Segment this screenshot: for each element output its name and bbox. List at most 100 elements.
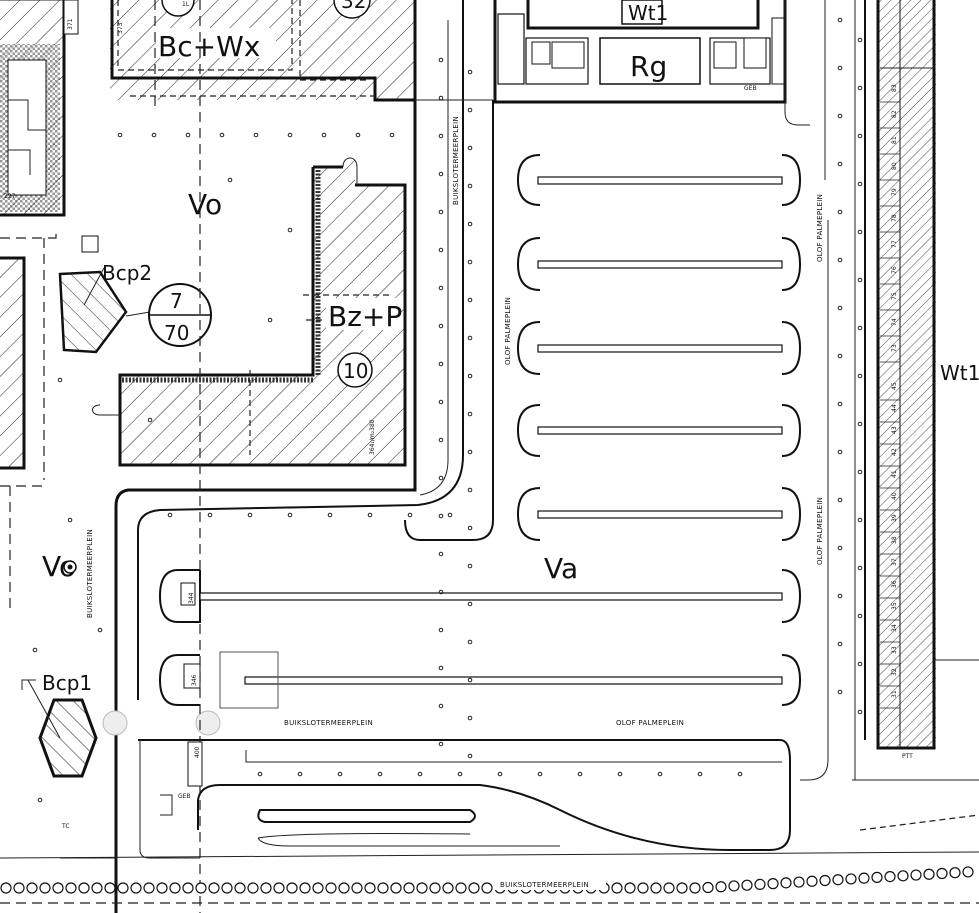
- point-marker: [185, 132, 191, 138]
- feature-bcp2: [58, 267, 151, 354]
- point-marker: [857, 325, 863, 331]
- zone-label-va: Va: [544, 552, 578, 585]
- lot-number: 44: [891, 404, 898, 412]
- point-marker: [837, 449, 843, 455]
- point-marker: [467, 221, 473, 227]
- chain-link: [351, 882, 363, 894]
- chain-link: [364, 882, 376, 894]
- chain-link: [936, 867, 948, 880]
- lot-label-371: 371: [67, 18, 74, 30]
- chain-link: [871, 871, 883, 883]
- feature-bcp1: [21, 679, 98, 778]
- circle-label-top-right: 32: [341, 0, 366, 13]
- zone-label-vo-main: Vo: [188, 188, 222, 221]
- lot-number: 32: [891, 668, 898, 676]
- point-marker: [857, 229, 863, 235]
- point-marker: [657, 771, 663, 777]
- point-marker: [467, 411, 473, 417]
- chain-link: [780, 877, 792, 889]
- chain-link: [858, 872, 870, 884]
- lot-number: 83: [891, 84, 898, 92]
- lot-label-364: 364₁/m₂380: [369, 419, 376, 455]
- chain-link: [195, 882, 207, 894]
- height-indicator: [148, 283, 212, 347]
- chain-link: [78, 882, 90, 894]
- chain-link: [767, 878, 779, 890]
- chain-link: [689, 882, 701, 894]
- chain-link: [741, 879, 753, 891]
- point-marker: [438, 209, 444, 215]
- point-marker: [857, 85, 863, 91]
- chain-link: [793, 876, 805, 888]
- street-label-olof-vertical-left: OLOF PALMEPLEIN: [504, 297, 512, 365]
- point-marker: [857, 565, 863, 571]
- parking-islands: [158, 154, 802, 709]
- lot-number: 76: [891, 266, 898, 274]
- chain-link: [182, 882, 194, 894]
- point-marker: [467, 525, 473, 531]
- point-marker: [438, 133, 444, 139]
- point-marker: [857, 133, 863, 139]
- point-marker: [857, 181, 863, 187]
- chain-link: [455, 882, 467, 894]
- chain-link: [962, 866, 974, 878]
- point-marker: [438, 323, 444, 329]
- point-marker: [857, 709, 863, 715]
- point-marker: [467, 107, 473, 113]
- lot-number: 41: [891, 470, 898, 478]
- point-marker: [417, 771, 423, 777]
- point-marker: [167, 512, 173, 518]
- lot-number: 37: [891, 558, 898, 566]
- chain-link: [299, 882, 311, 894]
- chain-link: [949, 867, 961, 879]
- street-label-buik-vertical-left: BUIKSLOTERMEERPLEIN: [86, 529, 94, 618]
- point-marker: [467, 145, 473, 151]
- circle-label-top-left: 1L: [182, 1, 190, 8]
- height-top: 7: [170, 289, 183, 313]
- point-marker: [467, 449, 473, 455]
- lot-number: 40: [891, 492, 898, 500]
- point-marker: [467, 601, 473, 607]
- point-marker: [837, 353, 843, 359]
- chain-link: [832, 874, 844, 886]
- point-marker: [467, 753, 473, 759]
- chain-link: [923, 868, 935, 880]
- point-marker: [467, 183, 473, 189]
- point-marker: [337, 771, 343, 777]
- point-marker: [467, 373, 473, 379]
- point-marker: [207, 512, 213, 518]
- lot-number: 34: [891, 624, 898, 632]
- label-ptt: PTT: [902, 753, 913, 760]
- building-wt1-right: [876, 0, 979, 750]
- chain-link: [897, 870, 909, 882]
- zone-label-wt1-right: Wt1: [940, 361, 979, 385]
- label-344: 344: [188, 592, 195, 604]
- chain-link: [390, 882, 402, 894]
- chain-link: [481, 882, 493, 894]
- zone-label-bcp1: Bcp1: [42, 671, 92, 695]
- chain-link: [325, 882, 337, 894]
- point-marker: [837, 401, 843, 407]
- lot-label-227: 227: [4, 193, 16, 200]
- point-marker: [737, 771, 743, 777]
- chain-link: [611, 882, 623, 894]
- lot-number: 31: [891, 690, 898, 698]
- point-marker: [37, 797, 43, 803]
- chain-link: [143, 882, 155, 894]
- zone-label-bcp2: Bcp2: [102, 261, 152, 285]
- chain-link: [169, 882, 181, 894]
- point-marker: [837, 545, 843, 551]
- point-marker: [438, 475, 444, 481]
- point-marker: [857, 421, 863, 427]
- point-marker: [438, 171, 444, 177]
- building-bz-p: [92, 157, 407, 467]
- point-marker: [857, 661, 863, 667]
- zone-label-bc-wx: Bc+Wx: [158, 30, 260, 63]
- point-marker: [837, 497, 843, 503]
- chain-link: [208, 882, 220, 894]
- lot-number: 43: [891, 426, 898, 434]
- point-marker: [837, 113, 843, 119]
- point-marker: [857, 277, 863, 283]
- lot-number: 36: [891, 580, 898, 588]
